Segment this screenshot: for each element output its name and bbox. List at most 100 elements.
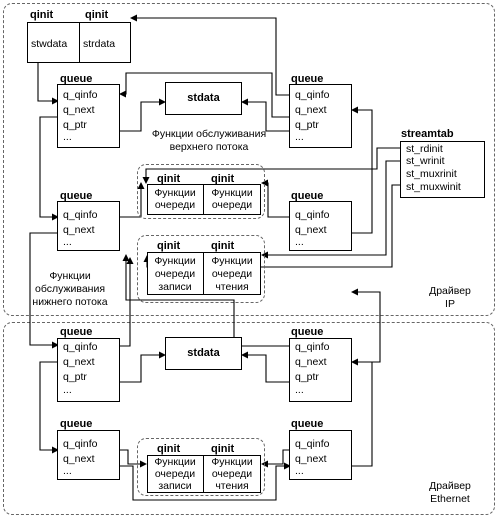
driver-ip-line2: IP — [445, 298, 455, 310]
link-queue-right-to-qinit-top — [130, 14, 289, 96]
driver-eth-line1: Драйвер — [429, 480, 471, 492]
queue-title: queue — [291, 73, 324, 85]
field-next: q_next — [63, 453, 95, 465]
link-eth-next-to-ip — [351, 288, 381, 363]
queue-title: queue — [291, 418, 324, 430]
func-read-1: Функции — [211, 255, 253, 267]
func-write-2: очереди — [154, 468, 196, 480]
func-read-2: очереди — [211, 468, 253, 480]
qinit-eth-title-left: qinit — [157, 443, 181, 455]
qinit-eth-box — [147, 455, 261, 493]
qinit-top-left-label: stwdata — [31, 38, 68, 50]
link-eth-next-left-to-right — [120, 462, 291, 501]
field-ptr: q_ptr — [295, 119, 319, 131]
field-next: q_next — [295, 356, 327, 368]
streamtab-box — [400, 141, 485, 198]
stdata-eth-label: stdata — [187, 347, 220, 359]
link-eth-ptr-to-stdata-right — [241, 351, 290, 383]
field-next: q_next — [63, 356, 95, 368]
func-read-1: Функции — [211, 456, 253, 468]
field-qinfo: q_qinfo — [295, 438, 330, 450]
queue-ip-upper-left — [57, 84, 120, 148]
link-qinfo-to-upper-qinit-right — [261, 179, 290, 218]
field-qinfo: q_qinfo — [63, 89, 98, 101]
link-queue-ptr-to-stdata-left — [120, 98, 166, 132]
link-eth-ptr-to-stdata-left — [120, 351, 166, 383]
field-ptr: q_ptr — [295, 371, 319, 383]
func-read-2: очереди — [211, 268, 253, 280]
queue-eth-lower-right — [289, 430, 352, 480]
queue-title: queue — [291, 190, 324, 202]
link-eth-left-qinfo-up — [120, 257, 134, 347]
field-next: q_next — [63, 224, 95, 236]
streamtab-row-muxwinit: st_muxwinit — [406, 181, 461, 193]
eth-qinit-group — [137, 438, 265, 496]
caption-upper-line1: Функции обслуживания — [151, 128, 267, 140]
link-streamtab-wrinit — [261, 160, 404, 259]
field-qinfo: q_qinfo — [63, 341, 98, 353]
field-ptr: q_ptr — [63, 119, 87, 131]
func-read-3: чтения — [215, 281, 249, 293]
field-next: q_next — [63, 104, 95, 116]
link-eth-next-left-down — [39, 361, 59, 454]
field-next: q_next — [295, 104, 327, 116]
caption-lower-line2: обслуживания — [34, 283, 106, 295]
field-ellipsis: ... — [295, 465, 304, 477]
caption-lower-line1: Функции — [49, 270, 91, 282]
field-ellipsis: ... — [295, 131, 304, 143]
queue-title: queue — [60, 73, 93, 85]
link-next-right-to-left-upper — [119, 72, 290, 118]
stdata-eth-box — [165, 337, 242, 370]
func-write-1: Функции — [154, 456, 196, 468]
queue-eth-upper-left — [57, 338, 120, 402]
qinit-upper-box — [147, 184, 261, 215]
driver-ip-line1: Драйвер — [429, 285, 471, 297]
qinit-top-title-right: qinit — [85, 9, 109, 21]
streamtab-row-rdinit: st_rdinit — [406, 143, 443, 155]
queue-title: queue — [291, 326, 324, 338]
func-write-2: очереди — [154, 268, 196, 280]
stdata-ip-label: stdata — [187, 92, 220, 104]
lower-qinit-group — [137, 235, 265, 303]
caption-upper-line2: верхнего потока — [169, 141, 249, 153]
field-ellipsis: ... — [295, 384, 304, 396]
field-qinfo: q_qinfo — [295, 341, 330, 353]
queue-title: queue — [60, 418, 93, 430]
link-eth-qinfo-right-to-qinit — [261, 449, 290, 468]
func-write-1: Функции — [154, 255, 196, 267]
qinit-lower-box — [147, 252, 261, 295]
link-eth-next-right-up — [351, 358, 373, 467]
upper-qinit-group — [137, 164, 265, 219]
field-qinfo: q_qinfo — [63, 438, 98, 450]
field-ellipsis: ... — [63, 465, 72, 477]
field-qinfo: q_qinfo — [295, 89, 330, 101]
link-next-left-middle-down — [29, 232, 59, 349]
link-next-right-middle-up — [351, 106, 373, 234]
qinit-upper-title-right: qinit — [211, 173, 235, 185]
queue-eth-lower-left — [57, 430, 120, 480]
link-queue-ptr-to-stdata-right — [241, 98, 290, 132]
link-next-left-upper-down — [39, 116, 59, 221]
queue-ip-middle-right — [289, 201, 352, 251]
qinit-top-right-label: strdata — [83, 38, 116, 50]
caption-lower-line3: нижнего потока — [32, 296, 108, 308]
func-write-2: очереди — [154, 199, 196, 211]
field-next: q_next — [295, 224, 327, 236]
field-ellipsis: ... — [295, 236, 304, 248]
func-write-3: записи — [158, 281, 192, 293]
field-ellipsis: ... — [63, 131, 72, 143]
qinit-top-box — [27, 22, 131, 63]
stdata-ip-box — [165, 82, 242, 115]
qinit-eth-title-right: qinit — [211, 443, 235, 455]
link-eth-qinfo-to-ip-qinit — [122, 254, 290, 347]
ethernet-driver-region — [3, 322, 495, 515]
field-next: q_next — [295, 453, 327, 465]
qinit-upper-title-left: qinit — [157, 173, 181, 185]
streamtab-row-muxrinit: st_muxrinit — [406, 168, 457, 180]
driver-eth-line2: Ethernet — [430, 493, 470, 505]
queue-title: queue — [60, 190, 93, 202]
func-read-2: очереди — [211, 199, 253, 211]
queue-ip-middle-left — [57, 201, 120, 251]
